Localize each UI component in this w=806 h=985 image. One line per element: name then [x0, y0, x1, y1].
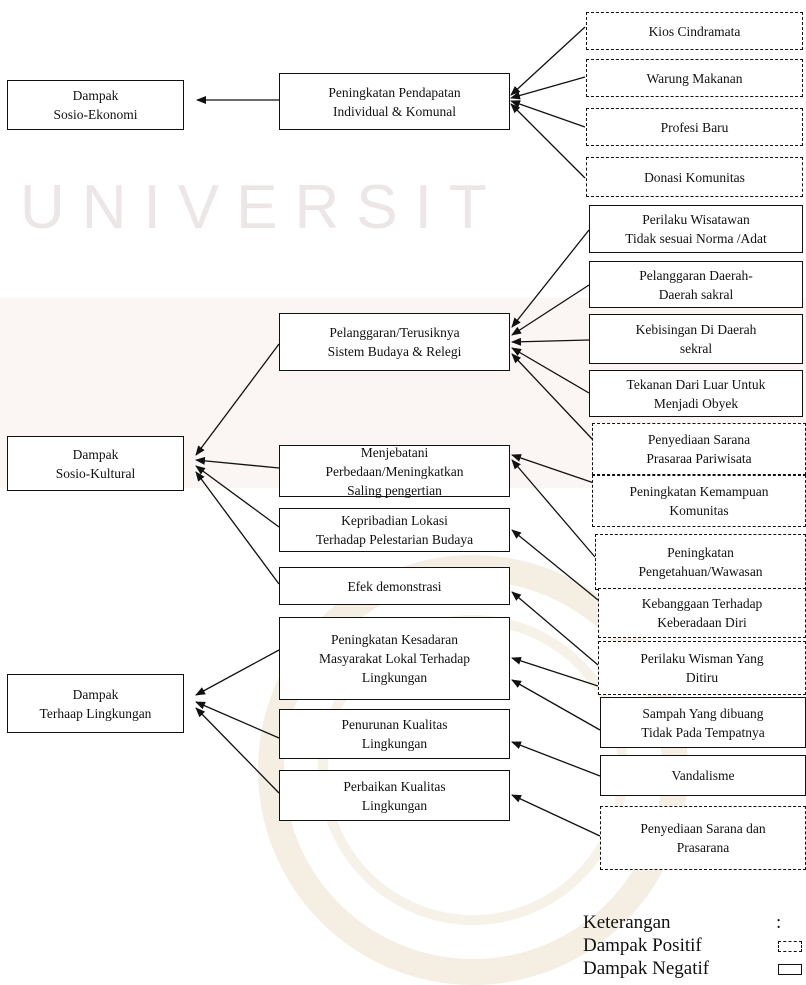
category-box-c2: Dampak Sosio-Kultural: [7, 436, 184, 491]
legend-positif-label: Dampak Positif: [583, 935, 702, 956]
arrow-f1-to-m1: [510, 26, 586, 96]
arrow-f12-to-m4: [511, 529, 599, 601]
factor-box-f5: Perilaku Wisatawan Tidak sesuai Norma /A…: [589, 205, 803, 253]
factor-box-f16: Penyediaan Sarana dan Prasarana: [600, 806, 806, 870]
factor-box-f7: Kebisingan Di Daerah sekral: [589, 314, 803, 364]
factor-box-f6: Pelanggaran Daerah- Daerah sakral: [589, 261, 803, 308]
impact-box-m8: Perbaikan Kualitas Lingkungan: [279, 770, 510, 821]
factor-box-f12: Kebanggaan Terhadap Keberadaan Diri: [598, 588, 806, 638]
impact-box-m5: Efek demonstrasi: [279, 567, 510, 605]
factor-box-f8: Tekanan Dari Luar Untuk Menjadi Obyek: [589, 370, 803, 417]
factor-box-f9: Penyediaan Sarana Prasaraa Pariwisata: [592, 423, 806, 475]
factor-box-f3: Profesi Baru: [586, 108, 803, 146]
impact-box-m4: Kepribadian Lokasi Terhadap Pelestarian …: [279, 508, 510, 552]
arrow-f11-to-m3: [511, 459, 596, 558]
arrow-f2-to-m1: [510, 76, 586, 100]
watermark-text: UNIVERSIT: [20, 173, 504, 242]
impact-box-m1: Peningkatan Pendapatan Individual & Komu…: [279, 73, 510, 130]
legend-colon: :: [776, 912, 782, 933]
impact-box-m7: Penurunan Kualitas Lingkungan: [279, 709, 510, 759]
arrow-m7-to-c3: [195, 701, 280, 739]
arrow-f16-to-m8: [511, 794, 601, 837]
arrow-m4-to-c2: [195, 465, 280, 528]
arrow-m8-to-c3: [195, 707, 280, 794]
arrow-f7-to-m2: [511, 337, 590, 346]
factor-box-f11: Peningkatan Pengetahuan/Wawasan: [595, 534, 806, 590]
arrow-m6-to-c3: [195, 649, 280, 696]
arrow-f13-to-m6: [511, 656, 599, 687]
impact-box-m6: Peningkatan Kesadaran Masyarakat Lokal T…: [279, 617, 510, 700]
arrow-f8-to-m2: [511, 347, 590, 394]
arrow-m5-to-c2: [195, 471, 280, 585]
arrow-f9-to-m2: [511, 353, 595, 442]
arrow-f13-to-m5: [511, 591, 599, 666]
category-box-c1: Dampak Sosio-Ekonomi: [7, 80, 184, 130]
legend-positif-swatch: [778, 941, 802, 952]
factor-box-f2: Warung Makanan: [586, 59, 803, 97]
arrow-f15-to-m7: [511, 741, 601, 777]
arrow-f3-to-m1: [510, 100, 586, 128]
legend-negatif-label: Dampak Negatif: [583, 958, 710, 979]
arrow-f10-to-m3: [511, 454, 595, 484]
arrow-f14-to-m6: [511, 679, 601, 731]
legend-negatif-swatch: [778, 964, 802, 975]
impact-box-m2: Pelanggaran/Terusiknya Sistem Budaya & R…: [279, 313, 510, 371]
factor-box-f14: Sampah Yang dibuang Tidak Pada Tempatnya: [600, 697, 806, 748]
category-box-c3: Dampak Terhaap Lingkungan: [7, 674, 184, 733]
factor-box-f13: Perilaku Wisman Yang Ditiru: [598, 641, 806, 695]
factor-box-f1: Kios Cindramata: [586, 12, 803, 50]
arrow-f6-to-m2: [511, 284, 590, 336]
arrow-m3-to-c2: [195, 456, 280, 469]
arrow-f4-to-m1: [510, 103, 586, 179]
impact-box-m3: Menjebatani Perbedaan/Meningkatkan Salin…: [279, 445, 510, 498]
arrow-m2-to-c2: [195, 343, 280, 456]
factor-box-f4: Donasi Komunitas: [586, 157, 803, 197]
factor-box-f10: Peningkatan Kemampuan Komunitas: [592, 475, 806, 527]
legend-title: Keterangan: [583, 912, 671, 933]
factor-box-f15: Vandalisme: [600, 755, 806, 796]
arrow-f5-to-m2: [511, 229, 590, 328]
